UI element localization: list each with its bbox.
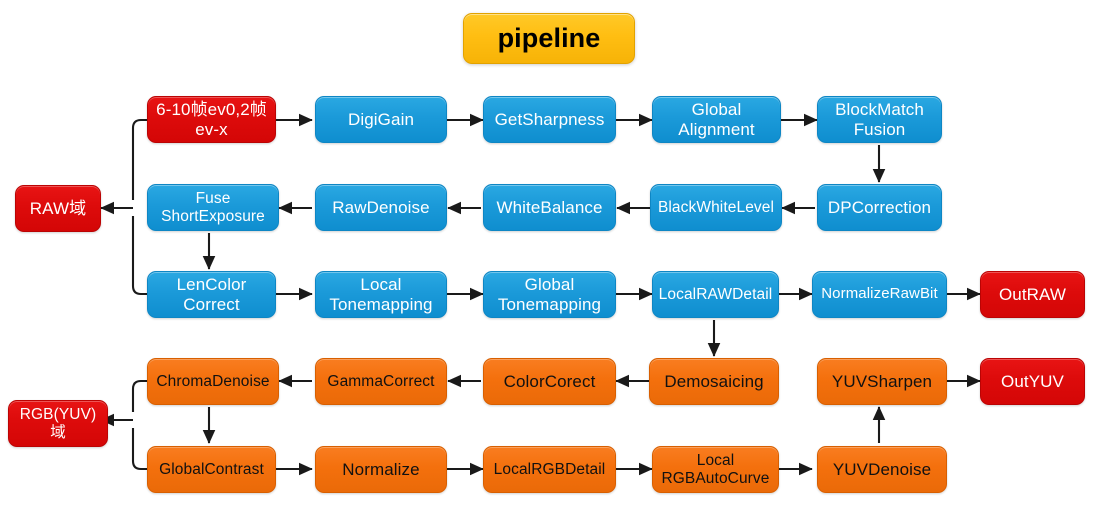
- node-normalize[interactable]: Normalize: [315, 446, 447, 493]
- node-outyuv[interactable]: OutYUV: [980, 358, 1085, 405]
- diagram-title: pipeline: [463, 13, 635, 64]
- bracket-raw-domain: [131, 118, 147, 296]
- node-digigain[interactable]: DigiGain: [315, 96, 447, 143]
- node-chromadenoise[interactable]: ChromaDenoise: [147, 358, 279, 405]
- node-lencolor-correct[interactable]: LenColor Correct: [147, 271, 276, 318]
- node-global-alignment[interactable]: Global Alignment: [652, 96, 781, 143]
- node-blackwhitelevel[interactable]: BlackWhiteLevel: [650, 184, 782, 231]
- node-gammacorrect[interactable]: GammaCorrect: [315, 358, 447, 405]
- node-colorcorect[interactable]: ColorCorect: [483, 358, 616, 405]
- node-yuvsharpen[interactable]: YUVSharpen: [817, 358, 947, 405]
- stage-label-rgb-yuv: RGB(YUV) 域: [8, 400, 108, 447]
- node-localrawdetail[interactable]: LocalRAWDetail: [652, 271, 779, 318]
- node-frames[interactable]: 6-10帧ev0,2帧 ev-x: [147, 96, 276, 143]
- node-localrgbdetail[interactable]: LocalRGBDetail: [483, 446, 616, 493]
- node-blockmatch-fusion[interactable]: BlockMatch Fusion: [817, 96, 942, 143]
- node-getsharpness[interactable]: GetSharpness: [483, 96, 616, 143]
- node-whitebalance[interactable]: WhiteBalance: [483, 184, 616, 231]
- node-yuvdenoise[interactable]: YUVDenoise: [817, 446, 947, 493]
- node-normalizerawbit[interactable]: NormalizeRawBit: [812, 271, 947, 318]
- node-local-rgbautocurve[interactable]: Local RGBAutoCurve: [652, 446, 779, 493]
- node-outraw[interactable]: OutRAW: [980, 271, 1085, 318]
- node-dpcorrection[interactable]: DPCorrection: [817, 184, 942, 231]
- node-global-tonemapping[interactable]: Global Tonemapping: [483, 271, 616, 318]
- node-globalcontrast[interactable]: GlobalContrast: [147, 446, 276, 493]
- bracket-rgb-domain: [131, 379, 147, 471]
- node-local-tonemapping[interactable]: Local Tonemapping: [315, 271, 447, 318]
- node-fuse-shortexposure[interactable]: Fuse ShortExposure: [147, 184, 279, 231]
- stage-label-raw: RAW域: [15, 185, 101, 232]
- node-demosaicing[interactable]: Demosaicing: [649, 358, 779, 405]
- node-rawdenoise[interactable]: RawDenoise: [315, 184, 447, 231]
